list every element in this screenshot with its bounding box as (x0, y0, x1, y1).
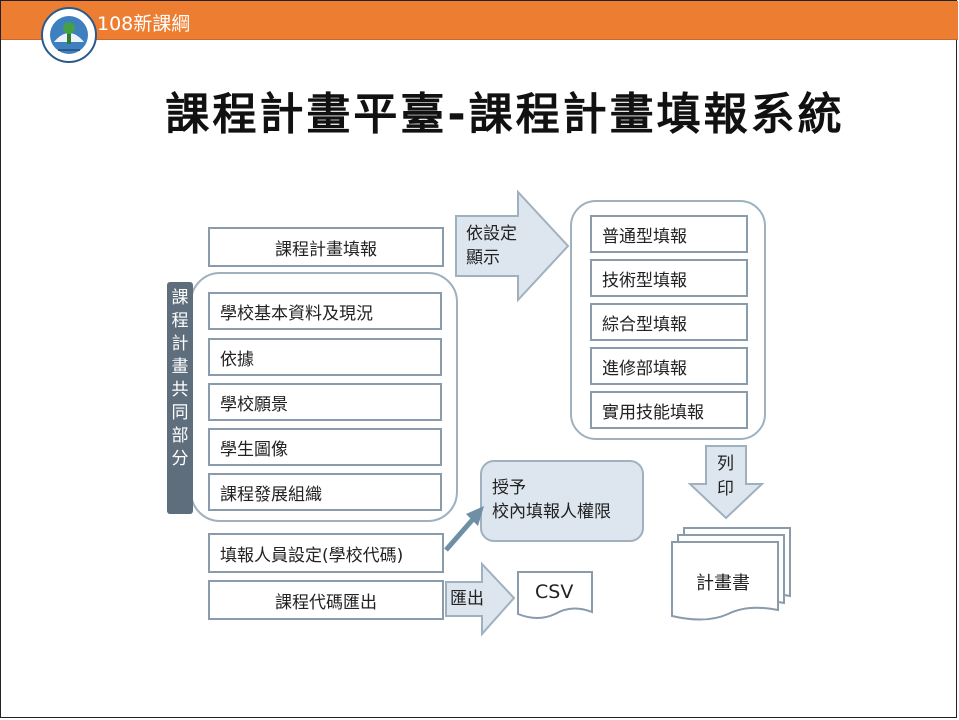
permission-link-arrow (444, 516, 476, 552)
report-types-container (570, 200, 766, 440)
csv-document-icon (517, 571, 593, 619)
course-plan-fill-box: 課程計畫填報 (208, 227, 444, 267)
header-label: 108新課綱 (97, 13, 191, 35)
report-type-item: 實用技能填報 (590, 391, 748, 429)
export-arrow (445, 561, 516, 637)
page-title: 課程計畫平臺-課程計畫填報系統 (165, 89, 845, 140)
print-arrow-label: 列 印 (717, 454, 734, 499)
common-item: 學生圖像 (208, 428, 442, 466)
common-section-side-label: 課 程 計 畫 共 同 部 分 (167, 282, 193, 514)
export-arrow-label: 匯出 (450, 589, 484, 609)
csv-label: CSV (535, 581, 574, 603)
common-item: 課程發展組織 (208, 473, 442, 511)
callout-text: 授予 校內填報人權限 (492, 478, 611, 522)
staff-setting-box: 填報人員設定(學校代碼) (208, 533, 444, 573)
common-item: 依據 (208, 338, 442, 376)
course-code-export-box: 課程代碼匯出 (208, 580, 444, 620)
plan-document-label: 計畫書 (696, 573, 750, 594)
permission-callout (480, 460, 644, 542)
report-type-item: 綜合型填報 (590, 303, 748, 341)
common-item: 學校基本資料及現況 (208, 292, 442, 330)
header-bar: 108新課綱 (1, 1, 958, 40)
side-label-text: 課 程 計 畫 共 同 部 分 (171, 288, 189, 469)
common-item: 學校願景 (208, 383, 442, 421)
ministry-logo-icon (41, 7, 97, 63)
settings-arrow (455, 189, 570, 303)
print-arrow (687, 445, 765, 520)
report-type-item: 進修部填報 (590, 347, 748, 385)
plan-document-front-icon (671, 541, 779, 621)
report-type-item: 技術型填報 (590, 259, 748, 297)
report-type-item: 普通型填報 (590, 215, 748, 253)
settings-arrow-label: 依設定 顯示 (466, 224, 517, 268)
